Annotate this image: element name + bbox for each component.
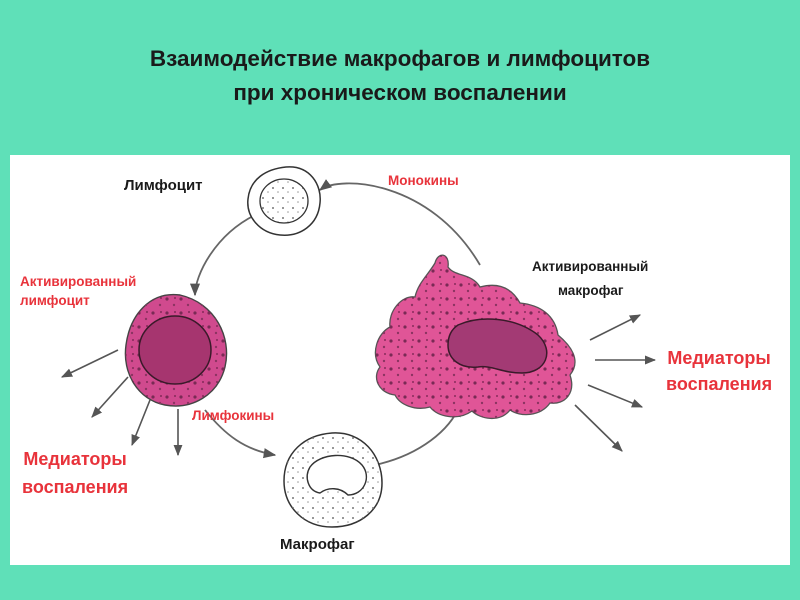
- diagram-drawing: [60, 166, 657, 528]
- arrow-lymphokines: [204, 409, 277, 459]
- lymphokines-label: Лимфокины: [192, 408, 275, 423]
- activated-macrophage-label-line-2: макрофаг: [558, 283, 624, 298]
- activated-macrophage-cell: [374, 254, 576, 420]
- arrow-to-activated-lymphocyte: [189, 214, 256, 297]
- activated-lymphocyte-label-line-2: лимфоцит: [20, 293, 90, 308]
- activated-lymphocyte-label-line-1: Активированный: [20, 274, 137, 289]
- mediator-arrow-r3: [587, 384, 644, 408]
- activated-lymphocyte-label: Активированный лимфоцит: [20, 272, 136, 310]
- mediators-right-line-1: Медиаторы: [667, 348, 771, 368]
- activated-macrophage-label: Активированный макрофаг: [532, 255, 648, 303]
- title-line-1: Взаимодействие макрофагов и лимфоцитов: [149, 46, 651, 71]
- arrow-monokines: [318, 179, 481, 266]
- mediators-left-line-1: Медиаторы: [23, 449, 127, 469]
- macrophage-cell: [283, 432, 383, 528]
- mediators-left-line-2: воспаления: [22, 477, 129, 497]
- mediators-right-label: Медиаторы воспаления: [666, 345, 772, 397]
- mediators-left-label: Медиаторы воспаления: [22, 445, 128, 501]
- title-line-2: при хроническом воспалении: [233, 80, 567, 105]
- mediator-arrow-r1: [589, 314, 642, 341]
- mediator-arrow-r4: [574, 404, 623, 452]
- activated-macrophage-label-line-1: Активированный: [532, 259, 649, 274]
- mediator-arrow-l1: [60, 349, 119, 378]
- lymphocyte-label: Лимфоцит: [124, 177, 203, 194]
- mediators-right-line-2: воспаления: [666, 374, 773, 394]
- lymphocyte-cell: [247, 166, 321, 236]
- monokines-label: Монокины: [388, 173, 459, 188]
- slide-title: Взаимодействие макрофагов и лимфоцитов п…: [0, 42, 800, 110]
- mediator-arrow-l3: [131, 399, 151, 447]
- activated-lymphocyte-cell: [124, 293, 228, 407]
- diagram-panel: Лимфоцит Монокины Активированный лимфоци…: [10, 155, 790, 565]
- macrophage-label: Макрофаг: [280, 536, 355, 553]
- mediator-arrow-l2: [91, 376, 129, 418]
